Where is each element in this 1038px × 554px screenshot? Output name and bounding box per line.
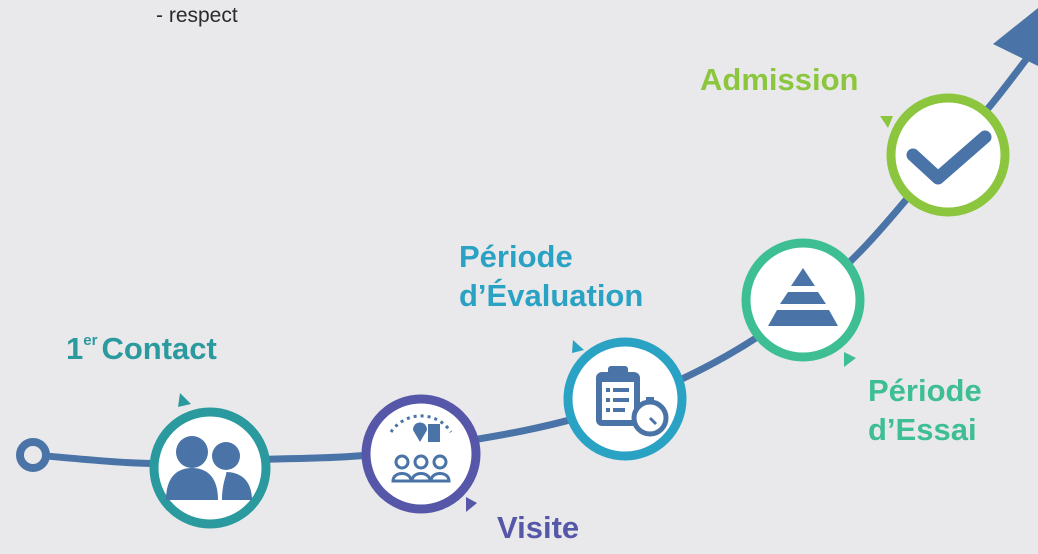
visite-pointer bbox=[466, 497, 477, 512]
check-icon bbox=[906, 130, 992, 185]
admission-label: Admission bbox=[700, 62, 859, 97]
clipboard-stopwatch-icon bbox=[596, 366, 669, 437]
essai-label-line2: d’Essai bbox=[868, 411, 977, 447]
admission-pointer bbox=[880, 116, 893, 128]
essai-label-line1: Période bbox=[868, 373, 982, 408]
admission-circle bbox=[886, 93, 1010, 217]
contact-word: Contact bbox=[101, 331, 217, 366]
pyramid-icon bbox=[768, 268, 838, 326]
essai-label: Période d’Essai bbox=[868, 372, 982, 450]
evaluation-label: Période d’Évaluation bbox=[459, 238, 643, 316]
start-ring bbox=[16, 438, 50, 472]
essai-pointer bbox=[844, 352, 856, 367]
people-icon bbox=[166, 436, 252, 500]
arrow-head bbox=[993, 8, 1038, 66]
step-evaluation bbox=[563, 337, 687, 461]
step-contact bbox=[149, 393, 271, 529]
contact-circle bbox=[149, 407, 271, 529]
evaluation-label-line2: d’Évaluation bbox=[459, 277, 644, 313]
contact-num: 1 bbox=[66, 331, 84, 366]
step-visite bbox=[361, 394, 481, 514]
evaluation-pointer bbox=[572, 340, 584, 353]
evaluation-label-line1: Période bbox=[459, 239, 573, 274]
contact-sup: er bbox=[83, 332, 98, 349]
note-text: - respect bbox=[156, 4, 238, 27]
visite-label: Visite bbox=[497, 510, 580, 545]
visit-group-icon bbox=[389, 414, 453, 483]
step-admission bbox=[880, 93, 1010, 217]
step-essai bbox=[741, 238, 865, 367]
contact-pointer bbox=[178, 393, 191, 407]
